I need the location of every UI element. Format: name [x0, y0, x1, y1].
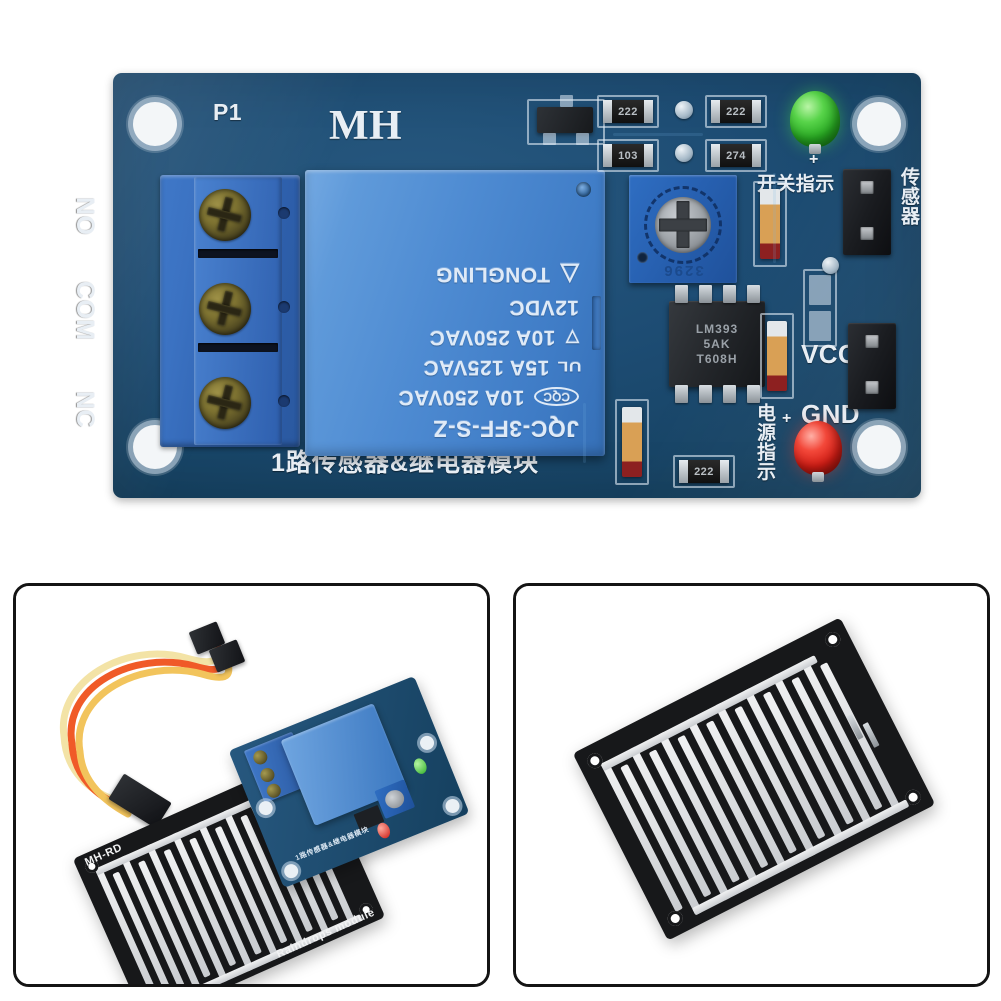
- trace-2: [773, 173, 776, 263]
- resistor-pad-outline-4: [705, 139, 767, 172]
- power-input-header[interactable]: [848, 323, 896, 409]
- ic-pin-1: [675, 285, 688, 303]
- relay-brand: TONGLING: [435, 263, 551, 287]
- resistor-value-2: 222: [726, 105, 746, 118]
- smd-resistor-3: 103: [603, 144, 653, 167]
- relay-coil-voltage: 12VDC: [508, 296, 579, 319]
- thumbnail-card-sensor[interactable]: [513, 583, 990, 987]
- ic-marking-line3: T608H: [696, 351, 738, 366]
- smd-resistor-1: 222: [603, 100, 653, 123]
- relay-cqc-mark: CQC: [534, 387, 579, 407]
- terminal-pin-hole-1: [278, 207, 290, 219]
- ic-marking-line1: LM393: [695, 321, 739, 336]
- sot23-pad-3: [560, 95, 573, 107]
- ic-pin-2: [699, 285, 712, 303]
- ic-pin-3: [723, 285, 736, 303]
- mounting-hole-bottom-right: [857, 425, 901, 469]
- relay-rating-ul: 15A 125VAC: [422, 356, 550, 379]
- power-pad-outline: [803, 269, 837, 347]
- smd-tantalum-cap-1: [760, 189, 780, 259]
- silk-terminal-label-nc: NC: [71, 391, 99, 428]
- ic-pin-6: [699, 385, 712, 403]
- power-indicator-led: [794, 421, 842, 482]
- sot23-pad-2: [576, 133, 589, 145]
- via-1: [675, 101, 693, 119]
- ic-pin-4: [747, 285, 760, 303]
- mini-green-led: [411, 756, 429, 776]
- gnd-pad[interactable]: [809, 311, 831, 341]
- via-3: [822, 257, 839, 274]
- rain-sensor-plate-solo: [572, 617, 936, 941]
- relay-side-notch: [592, 295, 601, 350]
- lm393-comparator-ic: LM393 5AK T608H: [669, 301, 765, 387]
- sensor-input-header[interactable]: [843, 169, 891, 255]
- silk-vcc-label: VCC: [801, 339, 858, 369]
- adjust-trimpot[interactable]: 3296: [629, 175, 737, 283]
- terminal-pin-hole-2: [278, 301, 290, 313]
- diode-pad-outline: [615, 399, 649, 485]
- mounting-hole-top-right: [857, 102, 901, 146]
- smd-resistor-2: 222: [711, 100, 761, 123]
- sot23-pad-1: [543, 133, 556, 145]
- relay-component: JQC-3FF-S-Z CQC 10A 250VAC UL 15A 125VAC…: [305, 170, 605, 456]
- silk-brand-mh: MH: [329, 103, 403, 149]
- relay-ul-mark: UL: [556, 359, 582, 375]
- vcc-pad[interactable]: [809, 275, 831, 305]
- trace-3: [583, 403, 586, 463]
- resistor-value-4: 274: [726, 149, 746, 162]
- cap-pad-outline-1: [753, 181, 787, 267]
- relay-marking-block: JQC-3FF-S-Z CQC 10A 250VAC UL 15A 125VAC…: [397, 261, 582, 442]
- resistor-value-3: 103: [618, 149, 638, 162]
- hero-relay-module-photo: P1 MH 1路传感器&继电器模块 NO COM NC JQC-3FF-S-Z: [71, 73, 921, 498]
- terminal-screw-nc[interactable]: [199, 377, 251, 429]
- terminal-screw-com[interactable]: [199, 283, 251, 335]
- ic-pin-5: [675, 385, 688, 403]
- resistor-value-1: 222: [618, 105, 638, 118]
- smd-tantalum-cap-2: [767, 321, 787, 391]
- relay-rating-cqc: 10A 250VAC: [397, 386, 525, 409]
- terminal-screw-no[interactable]: [199, 189, 251, 241]
- trimpot-screw-dial[interactable]: [655, 196, 711, 253]
- trimpot-marking: 3296: [662, 262, 704, 279]
- trimpot-gear-ring: [644, 185, 722, 264]
- sensor-comb-traces-solo: [573, 617, 936, 940]
- ic-pin-7: [723, 385, 736, 403]
- sot23-transistor: [537, 107, 593, 133]
- resistor-pad-outline-3: [597, 139, 659, 172]
- mounting-hole-top-left: [133, 102, 177, 146]
- resistor-value-5: 222: [694, 465, 714, 478]
- silk-power-indicator: 电源指示: [754, 403, 775, 481]
- ic-marking-line2: 5AK: [703, 336, 731, 351]
- thumbnail-card-kit[interactable]: MH-RD Raindrops module 1路传感器&继: [13, 583, 490, 987]
- silk-plus-switch: +: [809, 151, 819, 168]
- trace-1: [613, 133, 703, 136]
- resistor-pad-outline-2: [705, 95, 767, 128]
- silk-terminal-label-com: COM: [71, 281, 99, 341]
- silk-sensor-header-label: 传感器: [898, 167, 919, 226]
- smd-resistor-4: 274: [711, 144, 761, 167]
- ic-pin-8: [747, 385, 760, 403]
- switch-indicator-led: [790, 91, 840, 154]
- relay-rating-3: 10A 250VAC: [429, 326, 556, 349]
- trimpot-dot-mark: [637, 252, 648, 263]
- relay-vent-hole: [576, 182, 591, 197]
- resistor-pad-outline-5: [673, 455, 735, 488]
- silk-terminal-label-no: NO: [71, 197, 99, 236]
- cap-pad-outline-2: [760, 313, 794, 399]
- via-2: [675, 144, 693, 162]
- terminal-wire-slot-1: [198, 249, 278, 258]
- smd-resistor-5: 222: [679, 460, 729, 483]
- smd-diode: [622, 407, 642, 477]
- silk-plus-power: +: [782, 410, 792, 427]
- mini-board-title: 1路传感器&继电器模块: [294, 826, 371, 863]
- terminal-pin-hole-3: [278, 395, 290, 407]
- mini-red-led: [375, 820, 393, 841]
- silk-connector-ref-p1: P1: [213, 99, 242, 125]
- relay-part-number: JQC-3FF-S-Z: [432, 416, 579, 442]
- resistor-pad-outline-1: [597, 95, 659, 128]
- screw-terminal-block[interactable]: [160, 175, 300, 447]
- terminal-wire-slot-2: [198, 343, 278, 352]
